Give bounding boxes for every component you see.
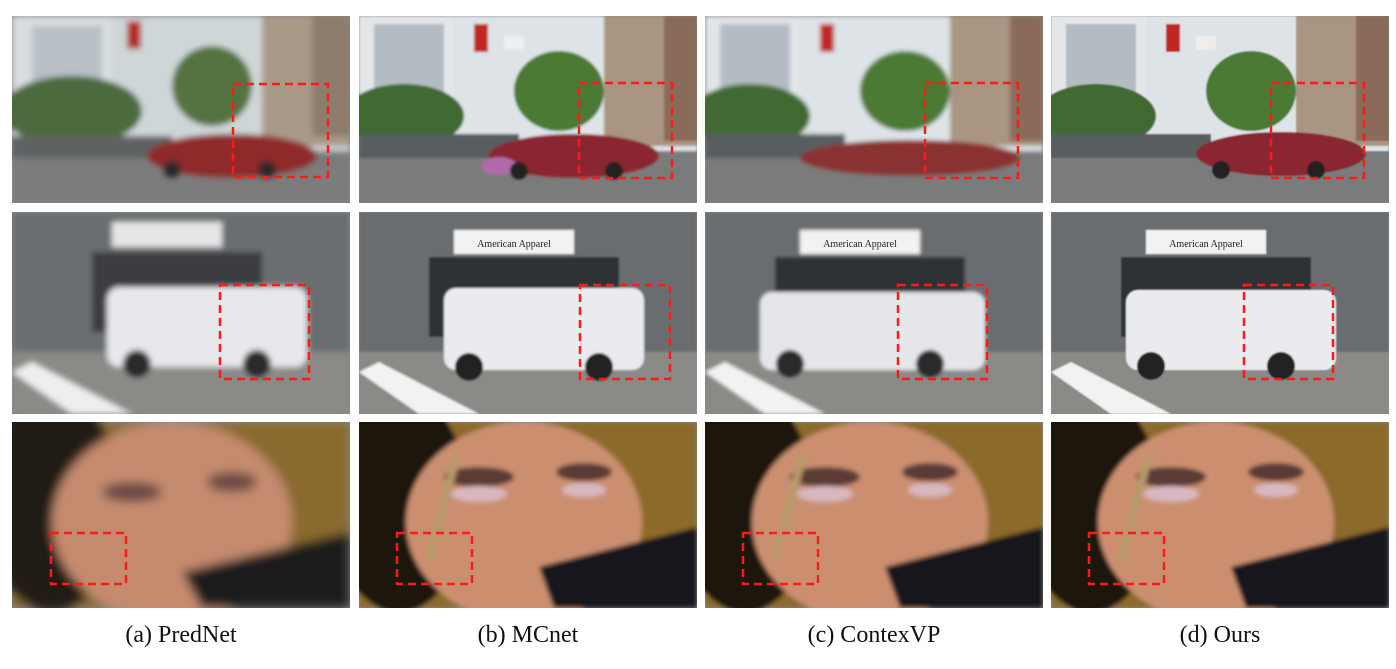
- frame-prednet-van: [12, 212, 350, 414]
- frame-ours-car: [1051, 16, 1389, 203]
- frame-contexvp-van: American Apparel: [705, 212, 1043, 414]
- sign-text: American Apparel: [477, 239, 551, 250]
- caption-b: (b) MCnet: [477, 622, 579, 648]
- sign-text: American Apparel: [1169, 239, 1243, 250]
- frame-ours-van: American Apparel: [1051, 212, 1389, 414]
- frame-contexvp-face: [705, 422, 1043, 608]
- frame-prednet-face: [12, 422, 350, 608]
- frame-ours-face: [1051, 422, 1389, 608]
- caption-d: (d) Ours: [1179, 622, 1261, 648]
- sign-text: American Apparel: [823, 239, 897, 250]
- caption-c: (c) ContexVP: [807, 622, 941, 648]
- frame-mcnet-car: [359, 16, 697, 203]
- frame-mcnet-face: [359, 422, 697, 608]
- frame-prednet-car: [12, 16, 350, 203]
- frame-mcnet-van: American Apparel: [359, 212, 697, 414]
- caption-a: (a) PredNet: [125, 622, 237, 648]
- frame-contexvp-car: [705, 16, 1043, 203]
